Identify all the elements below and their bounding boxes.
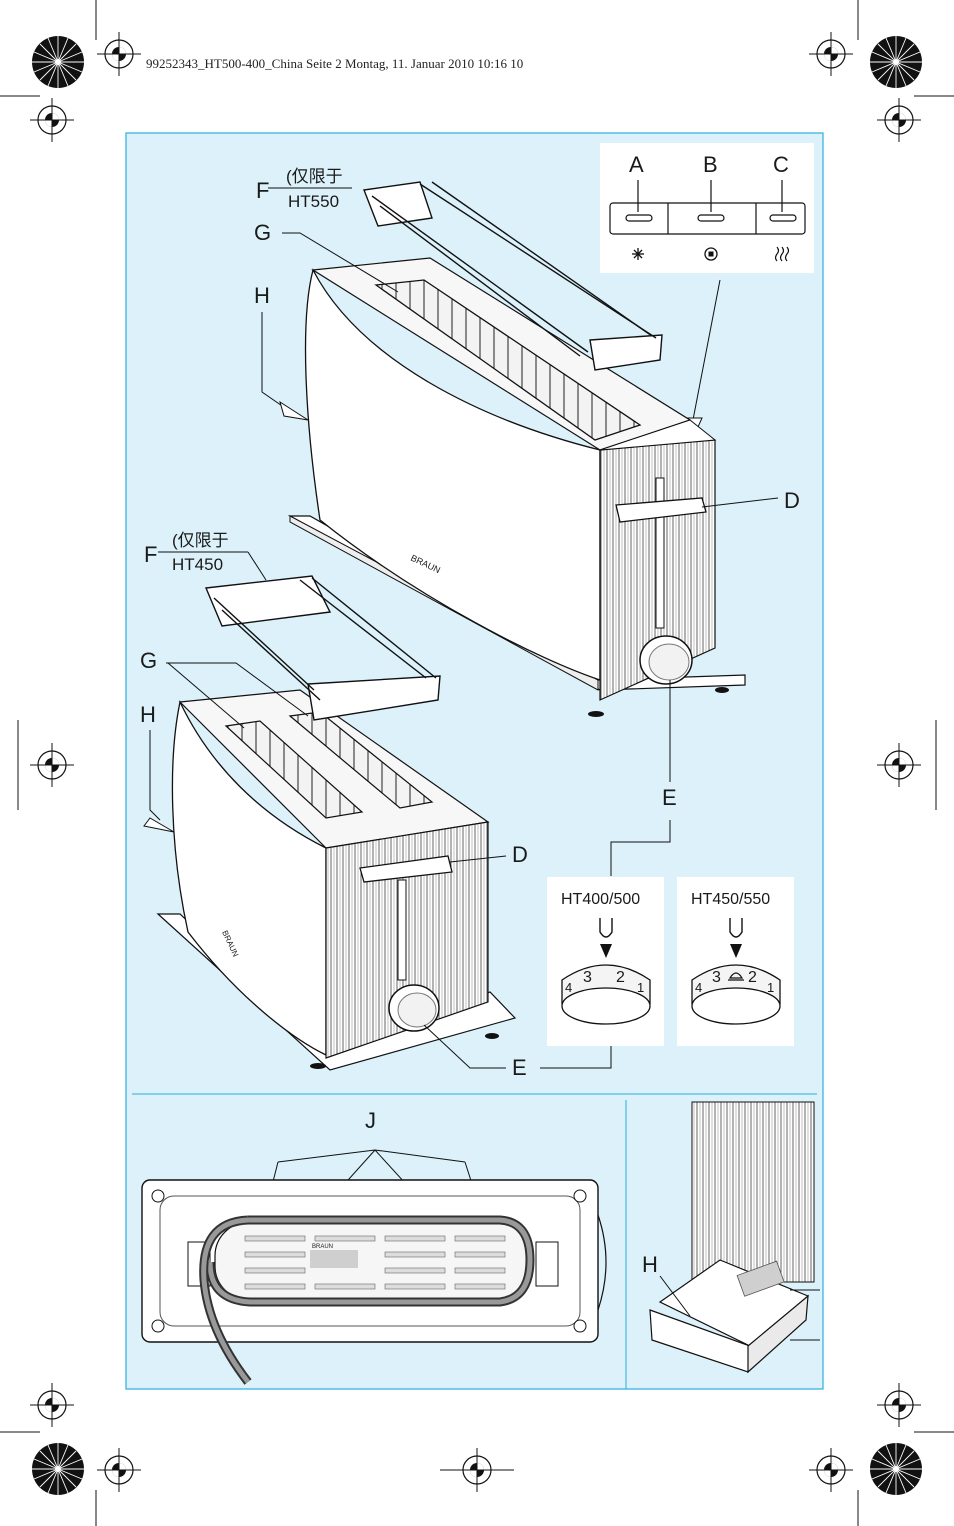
snowflake-icon [632,248,644,260]
dial1-num-2: 2 [616,969,625,986]
bottom-label-H: H [140,702,156,727]
dial1-num-4: 4 [565,980,572,995]
reheat-icon [774,246,790,262]
dial2-num-3: 3 [712,969,721,986]
stop-icon [704,247,718,261]
brand-bottom-view: BRAUN [312,1244,333,1250]
top-label-G: G [254,220,271,245]
top-D-leader [701,497,779,508]
bun-rack-long [363,181,663,371]
dial-model-2: HT450/550 [691,891,770,908]
bun-rack-short [204,575,441,721]
top-label-F: F [256,178,269,203]
top-label-E: E [662,785,677,810]
dial1-num-3: 3 [583,969,592,986]
label-J: J [365,1108,376,1133]
top-H-leader [261,312,289,411]
dial-model-1: HT400/500 [561,891,640,908]
top-F-note-line1: (仅限于 [286,167,343,186]
header-line: 99252343_HT500-400_China Seite 2 Montag,… [146,56,523,71]
control-panel-leader [691,279,721,426]
bottom-F-note-line1: (仅限于 [172,531,229,550]
bottom-H-leader [149,730,161,821]
bottom-G-leader-2 [167,662,245,729]
bottom-label-F: F [144,542,157,567]
bottom-E-leader [423,1024,506,1069]
bottom-G-leader [166,662,309,717]
bottom-F-note-line2: HT450 [172,555,223,574]
top-label-D: D [784,488,800,513]
bottom-H-arrow [143,817,175,833]
dial-inset-HT450-550: HT450/550 4 3 2 1 [677,877,794,1046]
long-slot-toaster: BRAUN [287,257,746,717]
crumb-tray-inset [630,1100,820,1388]
bottom-label-E: E [512,1055,527,1080]
dial1-num-1: 1 [637,980,644,995]
top-label-H: H [254,283,270,308]
two-slot-toaster: BRAUN [156,689,517,1071]
dial2-num-4: 4 [695,980,702,995]
bottom-label-D: D [512,842,528,867]
bottom-D-leader [449,855,507,863]
E-bracket-top [610,820,671,876]
top-G-leader [282,232,399,293]
E-bracket-bottom [540,1046,612,1069]
top-F-note-line2: HT550 [288,192,339,211]
toaster-bottom-view: BRAUN [141,1179,607,1385]
bottom-F-rack-leader [247,551,267,581]
dial-inset-HT400-500: HT400/500 4 3 2 1 [547,877,664,1046]
tray-H-leader [659,1275,691,1317]
label-C: C [773,152,789,177]
label-B: B [703,152,718,177]
top-H-arrow [279,400,309,421]
dial2-num-2: 2 [748,969,757,986]
dial2-num-1: 1 [767,980,774,995]
tray-label-H: H [642,1252,658,1277]
bottom-label-G: G [140,648,157,673]
bun-icon [728,972,744,981]
label-A: A [629,152,644,177]
control-panel-inset: A B C [600,143,814,273]
